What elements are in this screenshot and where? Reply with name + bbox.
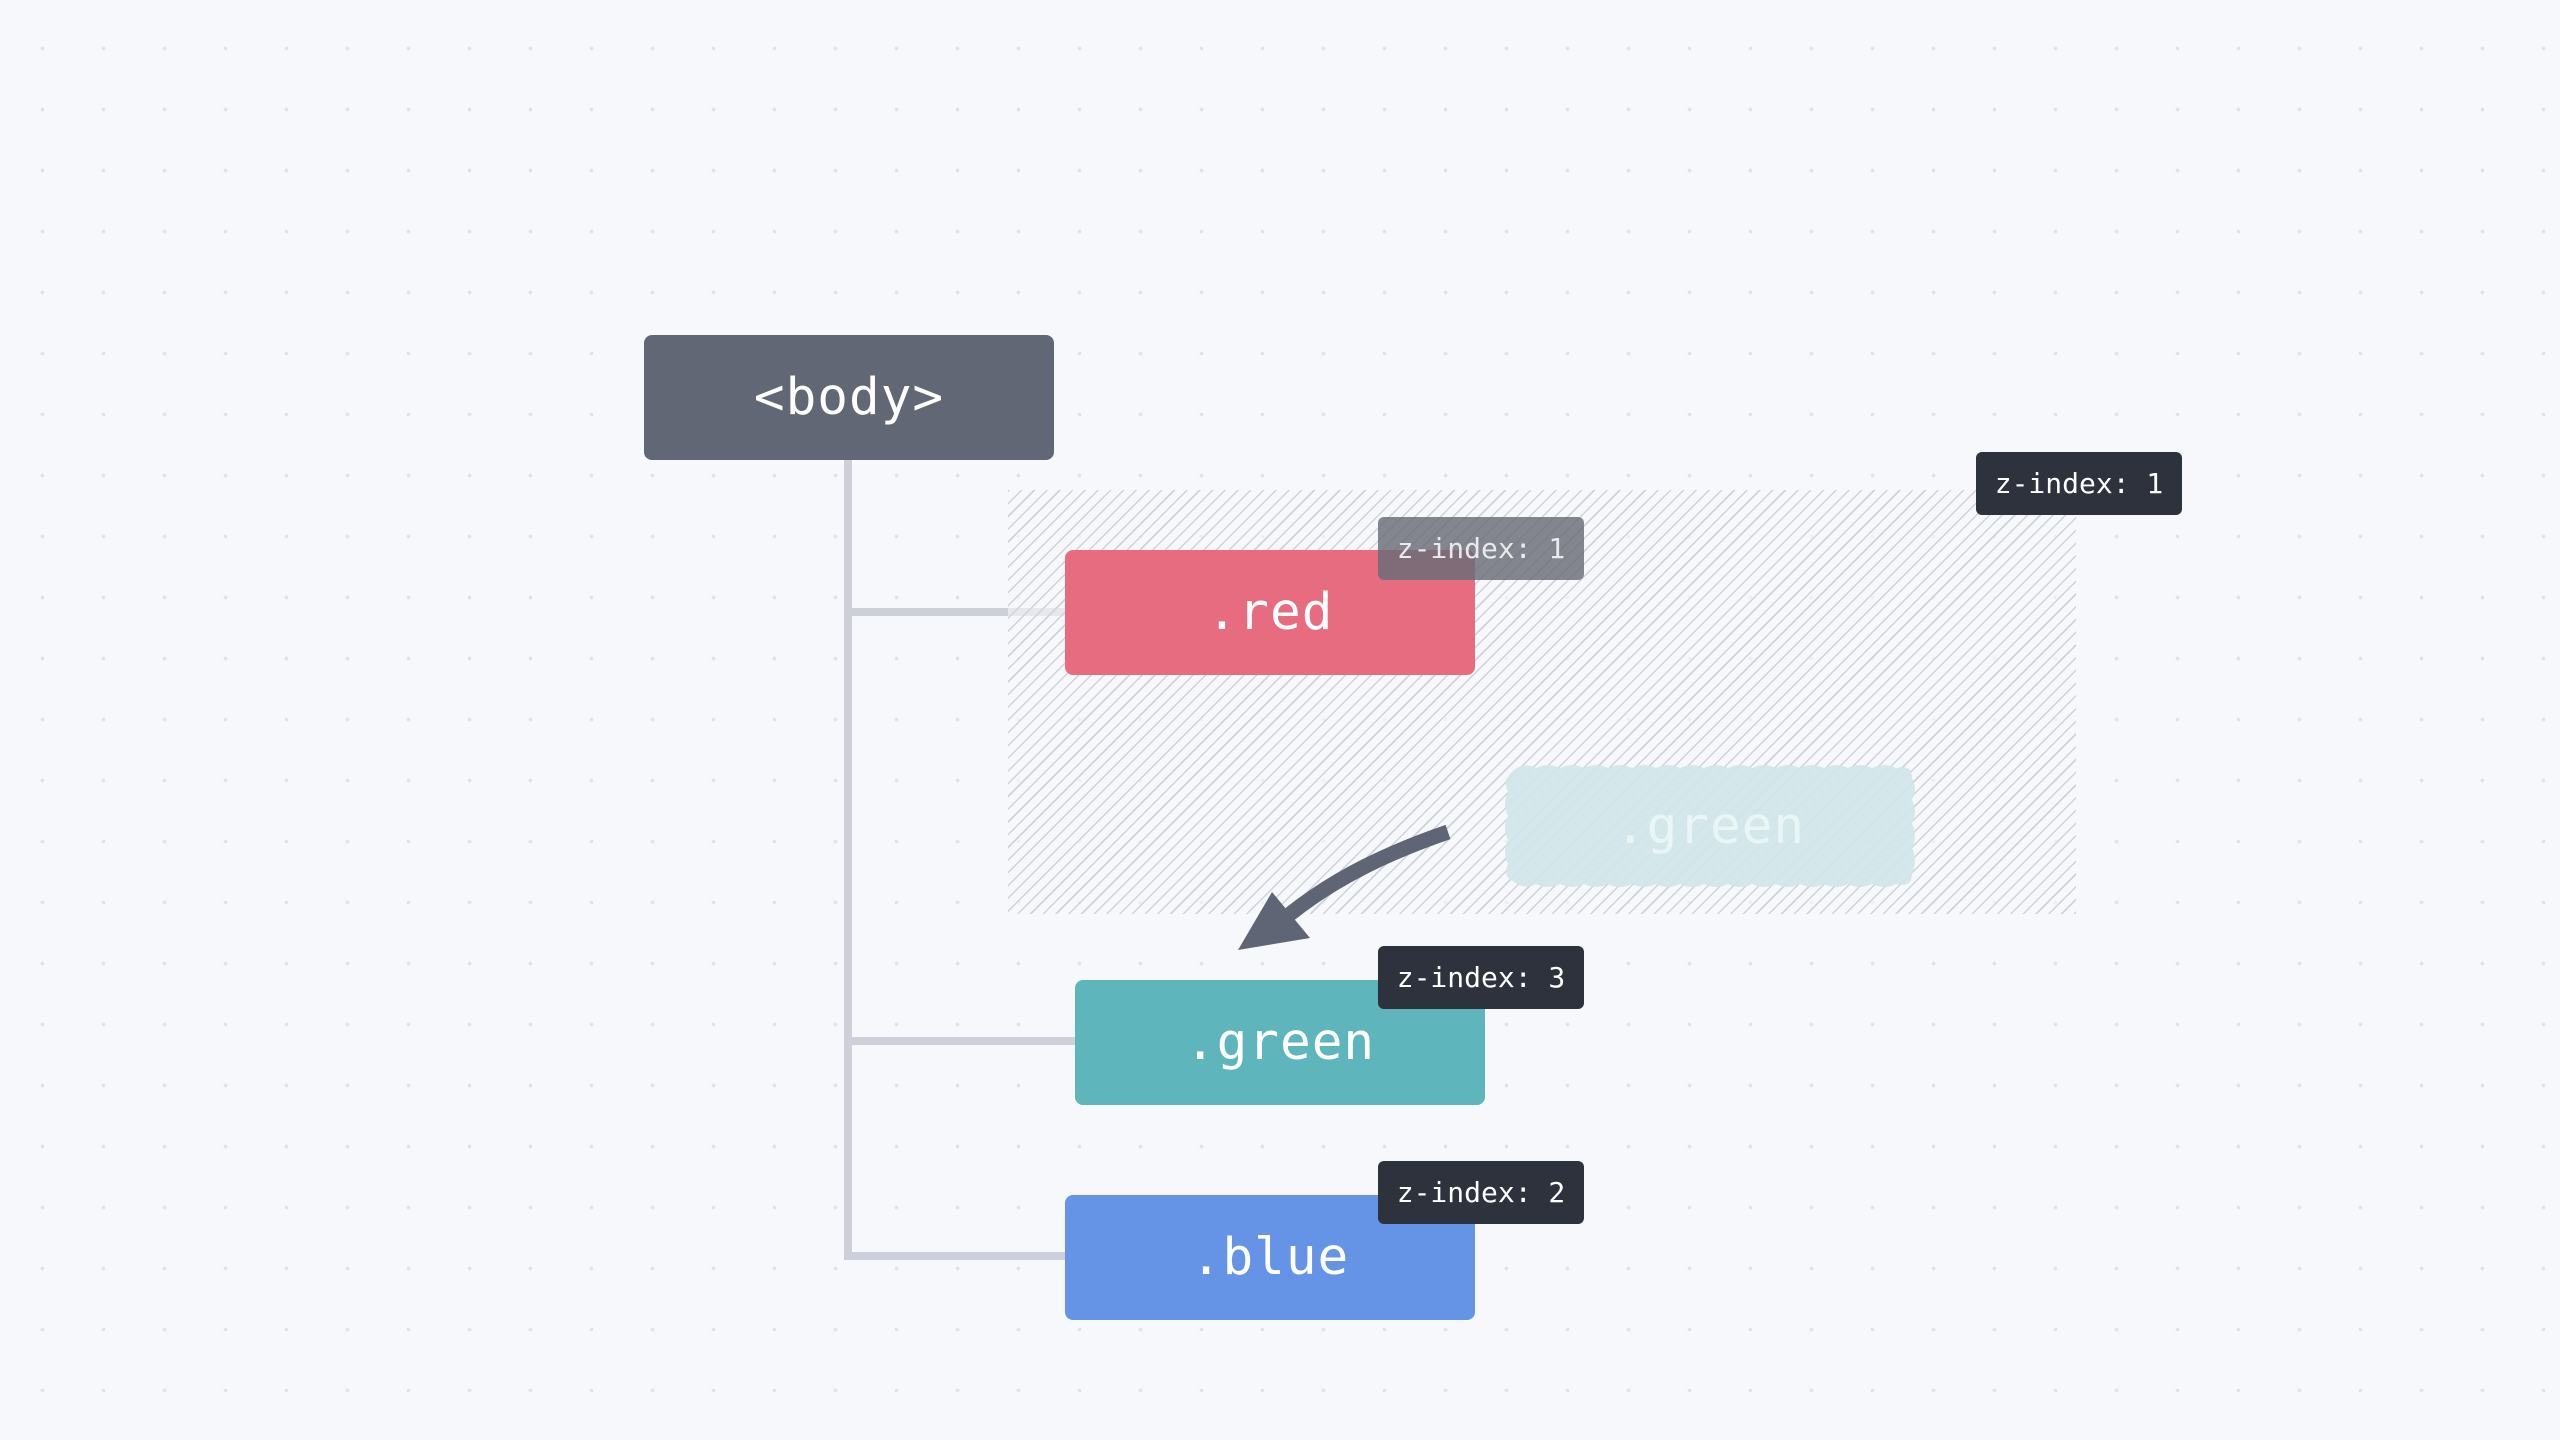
green-z-index-badge: z-index: 3	[1378, 946, 1584, 1009]
ghost-green-label: .green	[1614, 796, 1806, 856]
stacking-context-z-index-badge: z-index: 1	[1976, 452, 2182, 515]
branch-line-red	[844, 608, 1069, 616]
branch-line-blue	[844, 1252, 1069, 1260]
body-node: <body>	[644, 335, 1054, 460]
body-node-label: <body>	[753, 368, 945, 427]
red-node: .red	[1065, 550, 1475, 675]
tree-trunk-line	[844, 460, 852, 1260]
ghost-green-shape	[1505, 765, 1915, 887]
red-z-index-label: z-index: 1	[1396, 532, 1566, 565]
blue-node-label: .blue	[1190, 1228, 1350, 1287]
green-node-label: .green	[1184, 1013, 1376, 1072]
blue-node: .blue	[1065, 1195, 1475, 1320]
red-z-index-badge: z-index: 1	[1378, 517, 1584, 580]
blue-z-index-label: z-index: 2	[1396, 1176, 1566, 1209]
ghost-green-node: .green	[1500, 760, 1920, 892]
stacking-context-z-index-label: z-index: 1	[1994, 467, 2164, 500]
branch-line-green	[844, 1037, 1079, 1045]
green-node: .green	[1075, 980, 1485, 1105]
red-node-label: .red	[1206, 583, 1334, 642]
move-arrow-icon	[1238, 824, 1451, 950]
green-z-index-label: z-index: 3	[1396, 961, 1566, 994]
blue-z-index-badge: z-index: 2	[1378, 1161, 1584, 1224]
